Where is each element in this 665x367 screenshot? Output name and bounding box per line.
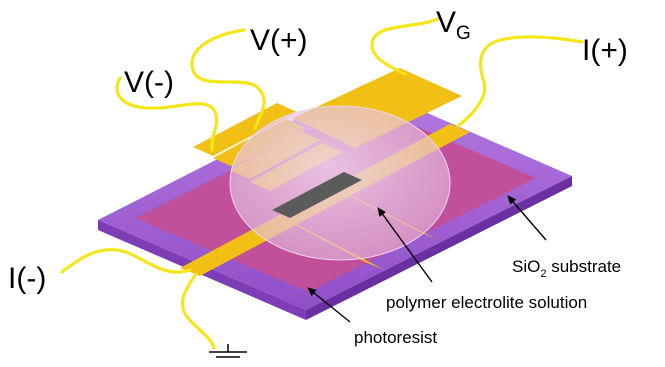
annotation-arrows xyxy=(307,195,547,323)
wires xyxy=(60,16,584,350)
label-i-plus: I(+) xyxy=(582,34,628,67)
label-electrolyte: polymer electrolite solution xyxy=(386,293,587,312)
wire-v-minus xyxy=(115,76,219,152)
label-sio2-substrate: SiO2 substrate xyxy=(512,257,621,280)
label-v-gate: VG xyxy=(436,6,471,44)
wire-i-plus xyxy=(456,35,584,128)
wire-i-minus xyxy=(60,248,192,274)
arrow-photoresist xyxy=(307,287,351,323)
label-v-minus: V(-) xyxy=(124,66,174,99)
wire-v-plus xyxy=(190,28,266,130)
label-v-plus: V(+) xyxy=(250,24,308,57)
graphene-channel xyxy=(272,172,362,218)
label-photoresist: photoresist xyxy=(354,328,437,347)
label-i-minus: I(-) xyxy=(8,262,46,295)
wire-ground xyxy=(181,272,216,350)
arrow-electrolyte xyxy=(377,207,433,283)
wire-v-gate xyxy=(370,16,442,76)
ground-symbol-icon xyxy=(209,344,247,358)
arrow-sio2 xyxy=(507,195,547,241)
